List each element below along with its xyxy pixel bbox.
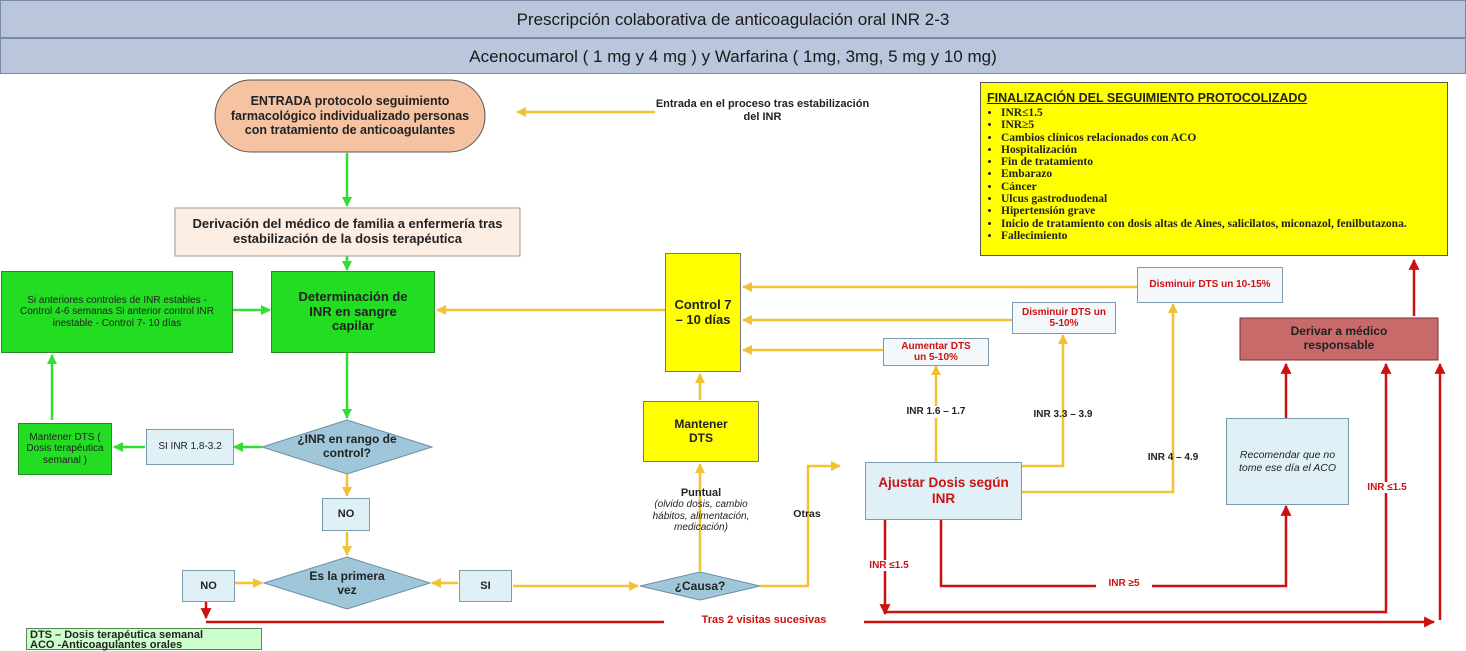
no-box-2: NO (182, 570, 235, 602)
list-item: Fin de tratamiento (1001, 156, 1441, 168)
recomendar-box: Recomendar que no tome ese día el ACO (1226, 418, 1349, 505)
inr-33-39-label: INR 3.3 – 3.9 (1033, 409, 1093, 420)
disminuir-dts-2-box: Disminuir DTS un 10-15% (1137, 267, 1283, 303)
controles-previos-box: Si anteriores controles de INR estables … (1, 271, 233, 353)
legend-box: DTS – Dosis terapéutica semanal ACO -Ant… (26, 628, 262, 651)
determinacion-box: Determinación de INR en sangre capilar (271, 271, 435, 353)
si-box-2: SI (459, 570, 512, 602)
list-item: INR≤1.5 (1001, 107, 1441, 119)
decision-rango-label: ¿INR en rango de control? (297, 432, 397, 460)
list-item: Inicio de tratamiento con dosis altas de… (1001, 218, 1441, 230)
derivacion-node (174, 207, 521, 257)
inr-le15-label-b: INR ≤1.5 (1355, 482, 1419, 493)
derivar-node (1239, 317, 1439, 361)
aumentar-dts-box: Aumentar DTS un 5-10% (883, 338, 989, 366)
decision-causa-diamond (639, 571, 761, 601)
no-box-1: NO (322, 498, 370, 531)
inr-16-17-label: INR 1.6 – 1.7 (885, 406, 987, 418)
list-item: Cambios clínicos relacionados con ACO (1001, 132, 1441, 144)
arrow-causa-ajustar (760, 461, 841, 588)
derivacion-label: Derivación del médico de familia a enfer… (192, 216, 503, 246)
page-title: Prescripción colaborativa de anticoagula… (0, 0, 1466, 38)
ajustar-dosis-box: Ajustar Dosis según INR (865, 462, 1022, 520)
finalizacion-box: FINALIZACIÓN DEL SEGUIMIENTO PROTOCOLIZA… (980, 82, 1448, 256)
mantener-dts-center-box: Mantener DTS (643, 401, 759, 462)
inr-ge5-label: INR ≥5 (1096, 578, 1152, 589)
entrada-label: ENTRADA protocolo seguimiento farmacológ… (230, 94, 470, 138)
disminuir-dts-1-box: Disminuir DTS un 5-10% (1012, 302, 1116, 334)
arrow-ajustar-disminuir1 (1022, 334, 1068, 468)
finalizacion-title: FINALIZACIÓN DEL SEGUIMIENTO PROTOCOLIZA… (987, 91, 1308, 105)
page-subtitle: Acenocumarol ( 1 mg y 4 mg ) y Warfarina… (0, 38, 1466, 74)
decision-causa-label: ¿Causa? (674, 579, 726, 594)
list-item: Hospitalización (1001, 144, 1441, 156)
derivar-label: Derivar a médico responsable (1290, 324, 1388, 352)
arrow-ajustar-disminuir2 (1022, 303, 1178, 494)
control-box: Control 7 – 10 días (665, 253, 741, 372)
list-item: INR≥5 (1001, 119, 1441, 131)
list-item: Ulcus gastroduodenal (1001, 193, 1441, 205)
entrada-node (214, 79, 486, 153)
entrada-proceso-label: Entrada en el proceso tras estabilizació… (655, 98, 870, 123)
arrow-inr-le15-derivar (885, 362, 1392, 614)
list-item: Embarazo (1001, 168, 1441, 180)
list-item: Hipertensión grave (1001, 205, 1441, 217)
puntual-detail-label: (olvido dosis, cambio hábitos, alimentac… (652, 499, 750, 533)
otras-label: Otras (793, 508, 821, 520)
mantener-dts-left-box: Mantener DTS ( Dosis terapéutica semanal… (18, 423, 112, 475)
si-rango-box: SI INR 1.8-3.2 (146, 429, 234, 465)
legend-dts: DTS – Dosis terapéutica semanal (30, 629, 204, 641)
inr-4-49-label: INR 4 – 4.9 (1147, 452, 1199, 463)
tras-2-visitas-label: Tras 2 visitas sucesivas (664, 614, 864, 626)
list-item: Fallecimiento (1001, 230, 1441, 242)
legend-aco: ACO -Anticoagulantes orales (30, 639, 183, 651)
list-item: Cáncer (1001, 181, 1441, 193)
decision-primera-label: Es la primera vez (309, 569, 385, 597)
puntual-label: Puntual (680, 487, 722, 499)
finalizacion-list: INR≤1.5 INR≥5 Cambios clínicos relaciona… (987, 107, 1441, 242)
decision-primera-diamond (262, 556, 432, 610)
inr-le15-label-a: INR ≤1.5 (857, 560, 921, 571)
